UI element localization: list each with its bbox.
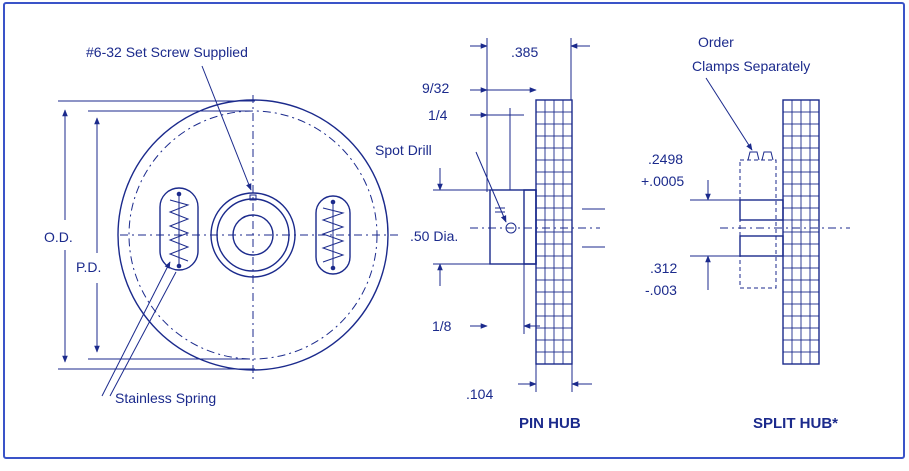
dim-2498: .2498 bbox=[648, 151, 683, 167]
hub-inner bbox=[216, 198, 290, 272]
pd-label: P.D. bbox=[76, 259, 101, 275]
front-view bbox=[58, 65, 400, 397]
dim-0005: +.0005 bbox=[641, 173, 684, 189]
dim-50-dia: .50 Dia. bbox=[410, 228, 458, 244]
split-hub-title: SPLIT HUB* bbox=[753, 415, 838, 432]
pitch-circle bbox=[128, 110, 378, 360]
pin-hub-view bbox=[433, 38, 605, 392]
drawing-border bbox=[3, 2, 905, 459]
gear-outer-circle bbox=[117, 99, 389, 371]
pin-hub-gear-teeth bbox=[536, 100, 572, 364]
hub-outer bbox=[210, 192, 296, 278]
dim-1-4: 1/4 bbox=[428, 107, 448, 123]
clamps-separately-label: Clamps Separately bbox=[692, 58, 810, 74]
dim-003: -.003 bbox=[645, 282, 677, 298]
dim-104: .104 bbox=[466, 386, 493, 402]
split-hub-gear-teeth bbox=[783, 100, 819, 364]
dim-9-32: 9/32 bbox=[422, 80, 449, 96]
set-screw-label: #6-32 Set Screw Supplied bbox=[86, 44, 248, 60]
split-hub-view bbox=[690, 77, 850, 365]
stainless-spring-label: Stainless Spring bbox=[115, 390, 216, 406]
bore bbox=[232, 214, 274, 256]
right-spring-slot bbox=[315, 195, 351, 275]
clamp-outline bbox=[739, 159, 777, 289]
order-label: Order bbox=[698, 34, 734, 50]
dim-312: .312 bbox=[650, 260, 677, 276]
dim-1-8: 1/8 bbox=[432, 318, 452, 334]
dim-385: .385 bbox=[511, 44, 538, 60]
left-spring-slot bbox=[159, 187, 199, 271]
pin-hub-title: PIN HUB bbox=[519, 415, 581, 432]
od-label: O.D. bbox=[44, 229, 73, 245]
spot-drill-label: Spot Drill bbox=[375, 142, 432, 158]
